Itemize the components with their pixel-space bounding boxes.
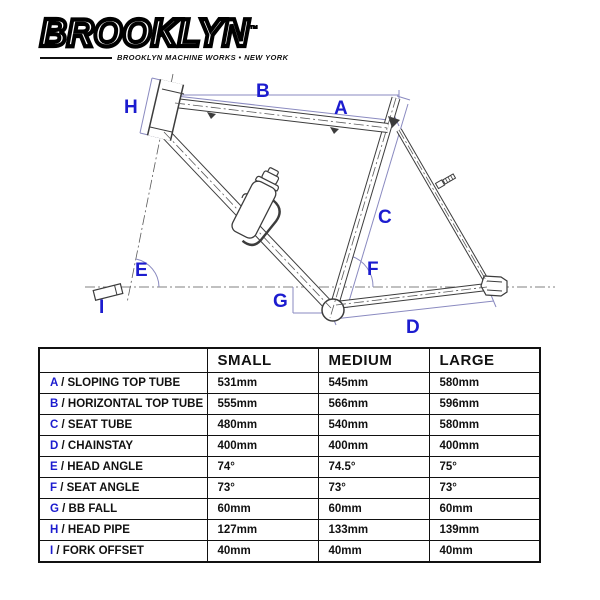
frame-geometry-diagram: H B A C F E G I D	[85, 73, 555, 338]
row-key: B	[50, 398, 59, 410]
cable-guide-icon	[207, 112, 216, 119]
row-label: E / HEAD ANGLE	[38, 456, 208, 478]
cell-value: 73°	[317, 477, 430, 499]
cell-value: 139mm	[428, 519, 541, 541]
head-tube	[146, 79, 185, 141]
row-label-text: / FORK OFFSET	[56, 545, 144, 557]
cell-value: 531mm	[206, 372, 319, 394]
table-row: D / CHAINSTAY 400mm 400mm 400mm	[38, 435, 541, 457]
tube-centerlines	[163, 97, 488, 319]
row-key: G	[50, 503, 59, 515]
cell-value: 40mm	[428, 540, 541, 563]
cell-value: 596mm	[428, 393, 541, 415]
label-B: B	[256, 81, 270, 102]
cell-value: 74.5°	[317, 456, 430, 478]
dimension-seat-angle-arc	[350, 255, 374, 288]
row-label: F / SEAT ANGLE	[38, 477, 208, 499]
cell-value: 540mm	[317, 414, 430, 436]
row-label: D / CHAINSTAY	[38, 435, 208, 457]
row-key: E	[50, 461, 58, 473]
cell-value: 74°	[206, 456, 319, 478]
cell-value: 60mm	[206, 498, 319, 520]
label-C: C	[378, 207, 392, 228]
cell-value: 566mm	[317, 393, 430, 415]
row-label: G / BB FALL	[38, 498, 208, 520]
table-row: H / HEAD PIPE 127mm 133mm 139mm	[38, 519, 541, 541]
row-label-text: / SEAT ANGLE	[60, 482, 140, 494]
row-key: H	[50, 524, 59, 536]
tagline-rule	[40, 56, 112, 59]
cell-value: 73°	[206, 477, 319, 499]
brand-tagline-row: BROOKLYN MACHINE WORKS • NEW YORK	[40, 53, 288, 62]
cell-value: 480mm	[206, 414, 319, 436]
cable-guide-icon	[330, 127, 339, 134]
row-label-text: / HORIZONTAL TOP TUBE	[61, 398, 204, 410]
cell-value: 40mm	[317, 540, 430, 563]
label-G: G	[273, 291, 288, 312]
cell-value: 580mm	[428, 414, 541, 436]
dimension-head-angle-arc	[135, 258, 160, 288]
column-header-small: SMALL	[206, 347, 319, 373]
row-key: D	[50, 440, 59, 452]
row-label: H / HEAD PIPE	[38, 519, 208, 541]
row-label-text: / HEAD ANGLE	[60, 461, 143, 473]
label-H: H	[124, 97, 138, 118]
row-key: C	[50, 419, 59, 431]
cell-value: 75°	[428, 456, 541, 478]
column-header-medium: MEDIUM	[317, 347, 430, 373]
water-bottle	[231, 167, 281, 247]
row-key: I	[50, 545, 54, 557]
column-header-large: LARGE	[428, 347, 541, 373]
cell-value: 127mm	[206, 519, 319, 541]
table-row: I / FORK OFFSET 40mm 40mm 40mm	[38, 540, 541, 563]
row-label: A / SLOPING TOP TUBE	[38, 372, 208, 394]
cell-value: 60mm	[428, 498, 541, 520]
seat-binder	[388, 116, 400, 128]
table-row: E / HEAD ANGLE 74° 74.5° 75°	[38, 456, 541, 478]
brand-tagline: BROOKLYN MACHINE WORKS • NEW YORK	[117, 53, 289, 63]
bottle-cage	[241, 199, 281, 247]
table-header-row: SMALL MEDIUM LARGE	[38, 347, 541, 373]
brand-text: BROOKLYN	[38, 11, 251, 55]
seatstay-bolt	[434, 173, 457, 190]
label-F: F	[367, 259, 379, 280]
cell-value: 400mm	[206, 435, 319, 457]
row-key: A	[50, 377, 58, 389]
table-row: B / HORIZONTAL TOP TUBE 555mm 566mm 596m…	[38, 393, 541, 415]
label-E: E	[135, 260, 148, 281]
geometry-spec-table: SMALL MEDIUM LARGE A / SLOPING TOP TUBE …	[38, 347, 541, 563]
cell-value: 60mm	[317, 498, 430, 520]
row-label-text: / SLOPING TOP TUBE	[61, 377, 181, 389]
label-A: A	[334, 98, 348, 119]
cell-value: 133mm	[317, 519, 430, 541]
row-label-text: / SEAT TUBE	[61, 419, 133, 431]
brand-logo: BROOKLYN™ BROOKLYN MACHINE WORKS • NEW Y…	[38, 9, 288, 62]
table-row: F / SEAT ANGLE 73° 73° 73°	[38, 477, 541, 499]
cell-value: 400mm	[317, 435, 430, 457]
cell-value: 555mm	[206, 393, 319, 415]
label-D: D	[406, 317, 420, 338]
row-label: I / FORK OFFSET	[38, 540, 208, 563]
table-row: G / BB FALL 60mm 60mm 60mm	[38, 498, 541, 520]
row-label-text: / CHAINSTAY	[61, 440, 134, 452]
row-key: F	[50, 482, 58, 494]
cell-value: 40mm	[206, 540, 319, 563]
row-label-text: / BB FALL	[62, 503, 118, 515]
label-I: I	[99, 297, 104, 318]
row-label-text: / HEAD PIPE	[61, 524, 130, 536]
fork-offset-tab	[92, 283, 124, 301]
cell-value: 545mm	[317, 372, 430, 394]
table-row: C / SEAT TUBE 480mm 540mm 580mm	[38, 414, 541, 436]
row-label: C / SEAT TUBE	[38, 414, 208, 436]
dimension-seat-tube	[346, 95, 411, 309]
cell-value: 73°	[428, 477, 541, 499]
brand-wordmark: BROOKLYN™	[38, 9, 280, 55]
corner-cell	[38, 347, 208, 373]
trademark-symbol: ™	[248, 23, 258, 35]
cell-value: 400mm	[428, 435, 541, 457]
row-label: B / HORIZONTAL TOP TUBE	[38, 393, 208, 415]
cell-value: 580mm	[428, 372, 541, 394]
bike-frame	[92, 79, 508, 322]
table-row: A / SLOPING TOP TUBE 531mm 545mm 580mm	[38, 372, 541, 394]
